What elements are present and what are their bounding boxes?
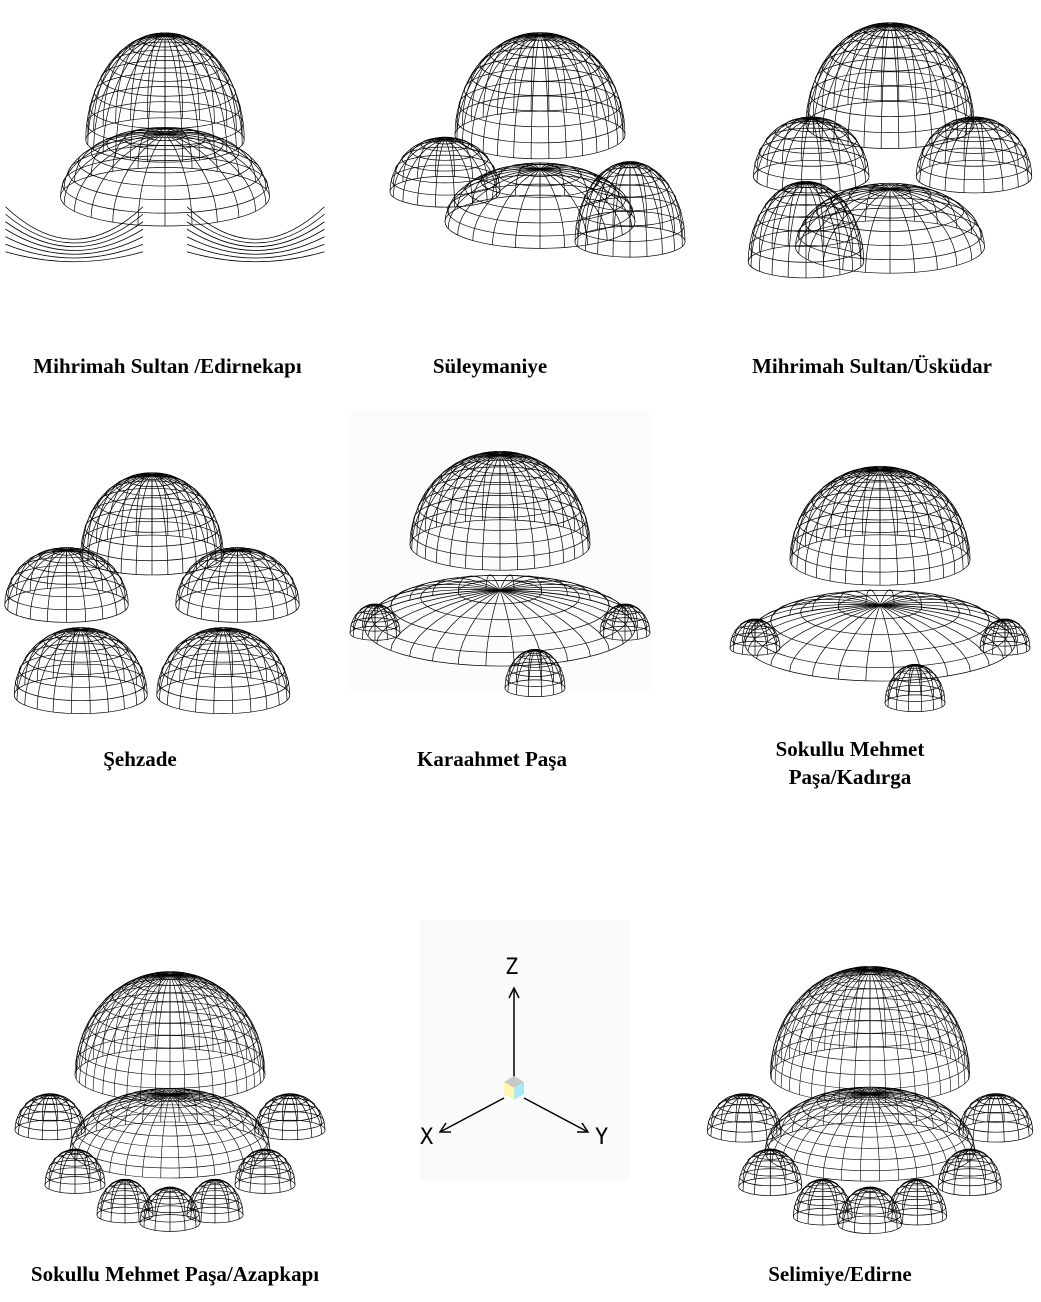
axis-triad-graphic (438, 986, 590, 1133)
model-sokullu-azapkapi (0, 950, 340, 1232)
wireframe-sehzade (4, 472, 300, 714)
caption-sehzade: Şehzade (103, 747, 177, 771)
axis-label-y: Y (595, 1125, 609, 1150)
model-suleymaniye (385, 0, 695, 290)
axis-label-z: Z (505, 955, 519, 980)
wireframe-selimiye (706, 966, 1034, 1234)
wireframe-sokullu-kadirga (729, 465, 1031, 713)
wireframe-karaahmet (349, 450, 651, 698)
caption-selimiye: Selimiye/Edirne (768, 1262, 912, 1286)
caption-mihrimah-uskudar: Mihrimah Sultan/Üsküdar (752, 354, 992, 378)
wireframe-mihrimah-uskudar (747, 22, 1033, 279)
wireframe-sokullu-azapkapi (14, 971, 326, 1232)
model-sokullu-kadirga (729, 430, 1031, 713)
caption-mihrimah-edirnekapi: Mihrimah Sultan /Edirnekapı (33, 354, 302, 378)
caption-sokullu-kadirga: Sokullu Mehmet Paşa/Kadırga (725, 735, 975, 791)
model-mihrimah-uskudar (740, 0, 1040, 290)
axis-label-x: X (420, 1125, 434, 1150)
wireframe-mihrimah-edirnekapi (5, 32, 325, 263)
model-mihrimah-edirnekapi (0, 0, 330, 310)
model-sehzade (0, 425, 310, 714)
caption-sokullu-azapkapi: Sokullu Mehmet Paşa/Azapkapı (30, 1262, 320, 1286)
caption-suleymaniye: Süleymaniye (432, 354, 548, 378)
model-selimiye (700, 950, 1040, 1234)
caption-karaahmet: Karaahmet Paşa (417, 747, 567, 771)
caption-sokullu-kadirga-line2: Paşa/Kadırga (788, 765, 912, 789)
wireframe-suleymaniye (389, 32, 686, 258)
axis-triad: Z X Y (420, 920, 630, 1180)
model-karaahmet (349, 410, 651, 698)
caption-sokullu-kadirga-line1: Sokullu Mehmet (775, 737, 925, 761)
